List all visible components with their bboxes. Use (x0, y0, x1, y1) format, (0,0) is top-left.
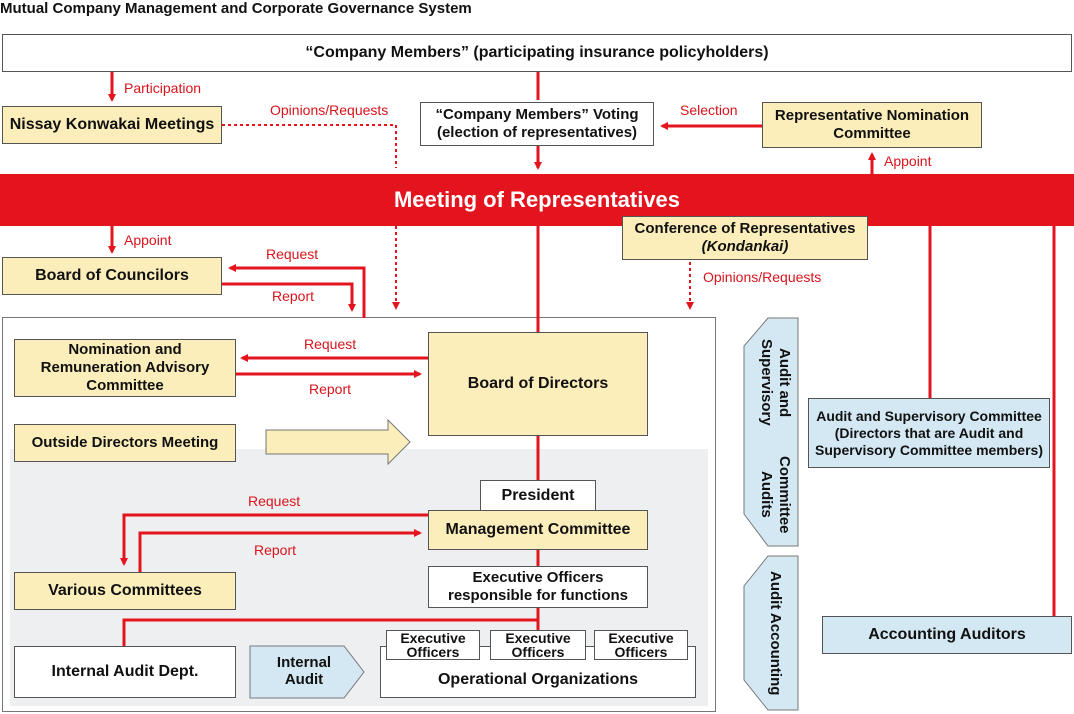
selection-label: Selection (680, 102, 738, 118)
audit-supervisory-label-1: Audit and Supervisory (758, 338, 793, 426)
audit-supervisory-label: Audit and Supervisory Committee Audits (752, 320, 798, 544)
request-label-2: Request (304, 336, 357, 352)
exec-officers-2-label-1: Executive (505, 630, 571, 646)
internal-audit-dept-box: Internal Audit Dept. (14, 646, 236, 698)
audit-committee-label-2: (Directors that are Audit and (834, 424, 1024, 441)
nom-rem-label-1: Nomination and (68, 341, 182, 358)
exec-officers-3-label-2: Officers (614, 644, 668, 660)
exec-officers-1-label-1: Executive (400, 630, 466, 646)
exec-officers-3-label-1: Executive (608, 630, 674, 646)
audit-supervisory-label-2: Committee Audits (758, 455, 793, 534)
exec-officers-box-2: Executive Officers (490, 630, 586, 660)
audit-committee-label-3: Supervisory Committee members) (815, 441, 1043, 458)
nomination-committee-box: Representative Nomination Committee (762, 102, 982, 148)
exec-officers-1-label-2: Officers (406, 644, 460, 660)
accounting-auditors-box: Accounting Auditors (822, 616, 1072, 654)
management-committee-box: Management Committee (428, 510, 648, 550)
internal-audit-arrow (249, 645, 365, 699)
participation-label: Participation (124, 80, 202, 96)
audit-committee-label-1: Audit and Supervisory Committee (816, 407, 1042, 424)
report-label-1: Report (272, 288, 315, 304)
operational-orgs-label: Operational Organizations (437, 671, 639, 688)
conference-label-2: (Kondankai) (701, 238, 789, 255)
advice-arrow (265, 418, 411, 466)
request-label-1: Request (266, 246, 319, 262)
company-members-box: “Company Members” (participating insuran… (2, 34, 1072, 72)
voting-box: “Company Members” Voting (election of re… (420, 102, 654, 146)
exec-functions-box: Executive Officers responsible for funct… (428, 566, 648, 608)
internal-audit-label: Internal Audit (250, 654, 358, 688)
report-label-3: Report (254, 542, 297, 558)
opinions-requests-label-1: Opinions/Requests (270, 102, 389, 118)
various-committees-box: Various Committees (14, 572, 236, 610)
audit-accounting-arrow (743, 555, 799, 711)
nomination-committee-label-2: Committee (833, 125, 911, 142)
nom-rem-label-2: Remuneration Advisory (40, 359, 210, 376)
board-of-directors-box: Board of Directors (428, 332, 648, 436)
meeting-of-representatives: Meeting of Representatives (0, 174, 1074, 226)
audit-committee-box: Audit and Supervisory Committee (Directo… (808, 398, 1050, 468)
president-box: President (480, 480, 596, 512)
nom-rem-label-3: Committee (86, 377, 164, 394)
internal-audit-label-2: Audit (284, 671, 324, 688)
konwakai-label: Nissay Konwakai Meetings (9, 116, 215, 133)
outside-directors-box: Outside Directors Meeting (14, 424, 236, 462)
internal-audit-label-1: Internal (276, 654, 332, 671)
voting-label-2: (election of representatives) (436, 124, 638, 141)
conference-box: Conference of Representatives (Kondankai… (622, 216, 868, 260)
conference-label-1: Conference of Representatives (634, 220, 856, 237)
appoint-label-1: Appoint (884, 153, 932, 169)
exec-functions-label-1: Executive Officers (472, 569, 604, 586)
exec-officers-box-1: Executive Officers (386, 630, 480, 660)
exec-functions-label-2: responsible for functions (447, 587, 628, 604)
audit-accounting-label: Audit Accounting (767, 570, 784, 696)
board-of-councilors-box: Board of Councilors (2, 257, 222, 295)
request-label-3: Request (248, 493, 301, 509)
diagram-title: Mutual Company Management and Corporate … (0, 0, 472, 17)
nom-rem-committee-box: Nomination and Remuneration Advisory Com… (14, 339, 236, 397)
voting-label-1: “Company Members” Voting (435, 106, 639, 123)
konwakai-box: Nissay Konwakai Meetings (2, 106, 222, 144)
appoint-label-2: Appoint (124, 232, 172, 248)
audit-supervisory-arrow (743, 317, 799, 547)
exec-officers-2-label-2: Officers (511, 644, 565, 660)
exec-officers-box-3: Executive Officers (594, 630, 688, 660)
nomination-committee-label-1: Representative Nomination (774, 107, 970, 124)
opinions-requests-label-2: Opinions/Requests (703, 269, 822, 285)
report-label-2: Report (309, 381, 352, 397)
